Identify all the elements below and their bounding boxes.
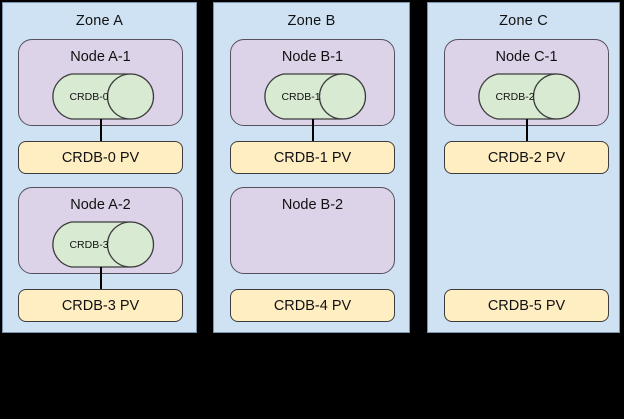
node-a-1: Node A-1 CRDB-0 — [18, 39, 183, 126]
node-a-2: Node A-2 CRDB-3 — [18, 187, 183, 274]
pod-crdb-1: CRDB-1 — [259, 73, 367, 120]
node-a-1-label: Node A-1 — [70, 49, 131, 65]
zone-panel-c: Zone C Node C-1 CRDB-2 CRDB-2 PV CRDB-5 … — [427, 2, 620, 333]
pv-crdb-2: CRDB-2 PV — [444, 141, 609, 174]
pv-crdb-0: CRDB-0 PV — [18, 141, 183, 174]
zone-a-title: Zone A — [75, 13, 124, 29]
pod-crdb-2-label: CRDB-2 — [495, 90, 535, 103]
connector-crdb-2 — [526, 119, 528, 141]
pod-crdb-2: CRDB-2 — [473, 73, 581, 120]
pv-crdb-1: CRDB-1 PV — [230, 141, 395, 174]
connector-crdb-3 — [100, 267, 102, 289]
node-a-2-label: Node A-2 — [70, 197, 131, 213]
node-b-1-label: Node B-1 — [281, 49, 344, 65]
pod-crdb-0: CRDB-0 — [47, 73, 155, 120]
connector-crdb-0 — [100, 119, 102, 141]
node-b-1: Node B-1 CRDB-1 — [230, 39, 395, 126]
pod-crdb-3-label: CRDB-3 — [69, 238, 109, 251]
pod-crdb-3: CRDB-3 — [47, 221, 155, 268]
pv-crdb-3: CRDB-3 PV — [18, 289, 183, 322]
pv-crdb-4: CRDB-4 PV — [230, 289, 395, 322]
zone-panel-b: Zone B Node B-1 CRDB-1 CRDB-1 PV Node B-… — [213, 2, 410, 333]
pod-crdb-1-label: CRDB-1 — [281, 90, 321, 103]
pv-crdb-5: CRDB-5 PV — [444, 289, 609, 322]
zone-b-title: Zone B — [287, 13, 336, 29]
zone-panel-a: Zone A Node A-1 CRDB-0 CRDB-0 PV Node A-… — [2, 2, 197, 333]
zone-c-title: Zone C — [499, 13, 548, 29]
node-c-1-label: Node C-1 — [495, 49, 558, 65]
node-c-1: Node C-1 CRDB-2 — [444, 39, 609, 126]
connector-crdb-1 — [312, 119, 314, 141]
node-b-2-label: Node B-2 — [281, 197, 344, 213]
node-b-2: Node B-2 — [230, 187, 395, 274]
pod-crdb-0-label: CRDB-0 — [69, 90, 109, 103]
